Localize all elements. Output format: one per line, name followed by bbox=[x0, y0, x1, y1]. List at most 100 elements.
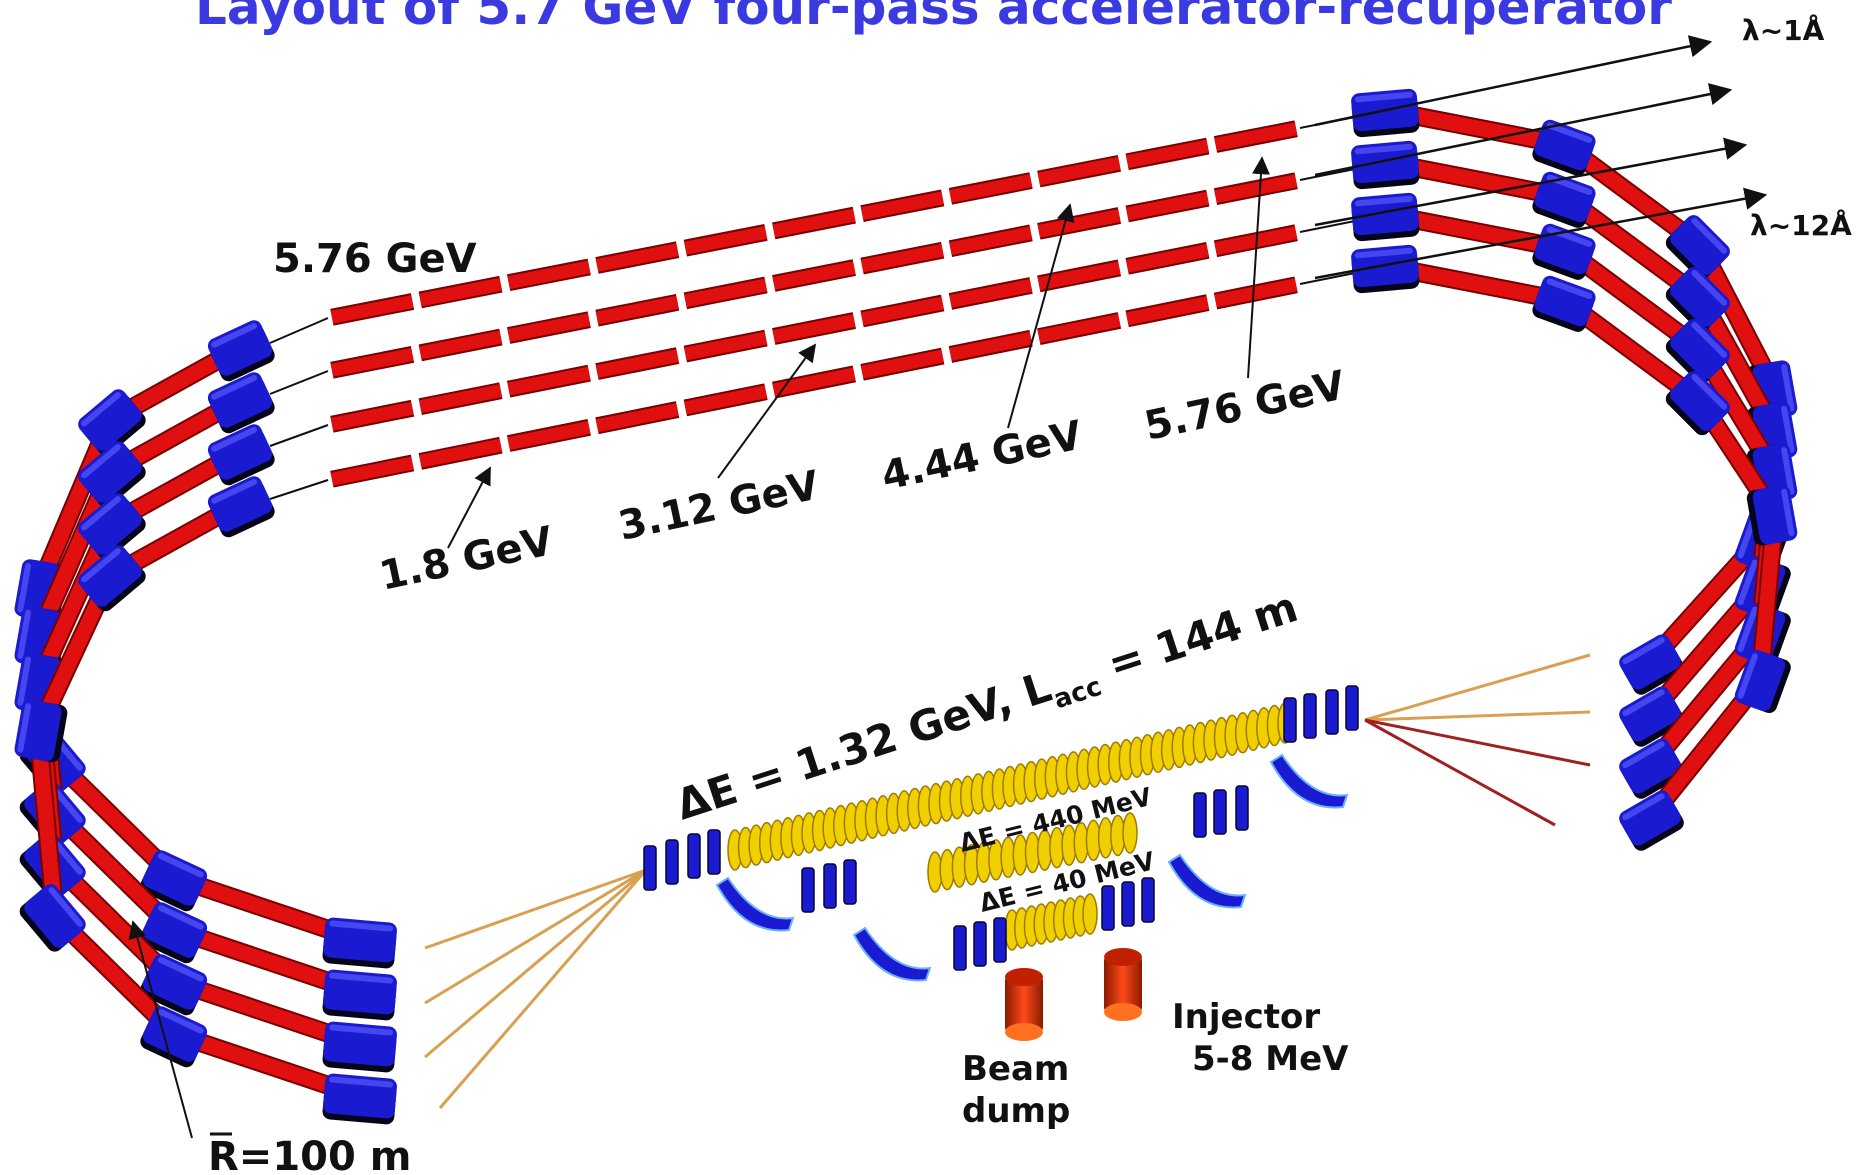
right-arc-beamlines bbox=[1351, 88, 1798, 851]
wavelength-short-label: λ~1Å bbox=[1742, 13, 1825, 47]
left-arc-magnet bbox=[207, 424, 275, 486]
straight-pipe-segment bbox=[330, 456, 414, 486]
right-arc-magnet-body bbox=[1534, 171, 1596, 223]
left-arc-magnet-highlight bbox=[329, 920, 394, 932]
right-arc-magnet-highlight bbox=[1737, 653, 1758, 699]
left-arc-magnet-body bbox=[142, 850, 208, 906]
quad-magnet bbox=[953, 925, 967, 971]
right-arc-magnet-highlight bbox=[1622, 741, 1665, 769]
left-arc-magnet-highlight bbox=[211, 375, 258, 400]
right-arc-magnet-body bbox=[1534, 275, 1596, 327]
pipe-connector bbox=[1299, 271, 1361, 285]
quad-magnet bbox=[973, 921, 987, 967]
left-arc-beamlines bbox=[14, 320, 397, 1125]
left-arc-magnet-body bbox=[78, 441, 142, 503]
pointer-arrows bbox=[128, 156, 1270, 1139]
left-arc-magnet bbox=[78, 389, 146, 456]
left-arc-magnet-highlight bbox=[157, 957, 204, 982]
left-arc-magnet-highlight bbox=[48, 887, 83, 927]
return-bend-magnet bbox=[1167, 853, 1247, 909]
straight-pipe-segment bbox=[860, 296, 944, 326]
left-arc-magnet bbox=[207, 372, 275, 434]
straight-pipe-segment bbox=[1037, 314, 1121, 344]
pipe-connector bbox=[269, 479, 329, 500]
straight-pipe-segment bbox=[1037, 261, 1121, 291]
energy-4-label: 5.76 GeV bbox=[1141, 362, 1350, 449]
left-arc-magnet-body bbox=[78, 389, 142, 451]
left-arc-magnet-highlight bbox=[17, 562, 32, 613]
wavelength-long-label: λ~12Å bbox=[1750, 208, 1852, 242]
left-arc-magnet bbox=[322, 1073, 397, 1125]
beam-dump-label-dump: dump bbox=[962, 1091, 1070, 1131]
left-arc-magnet-highlight bbox=[17, 656, 32, 706]
energy-1-label: 1.8 GeV bbox=[376, 518, 557, 600]
left-arc-magnet-body bbox=[78, 493, 142, 555]
right-arc-magnet bbox=[1351, 140, 1420, 190]
straight-pipe-segment bbox=[949, 174, 1033, 203]
straight-pipe-segment bbox=[860, 243, 944, 273]
return-bend-magnet bbox=[715, 876, 795, 932]
left-arc-magnet-highlight bbox=[329, 972, 394, 984]
straight-pipe-segment bbox=[684, 226, 768, 255]
straight-pipe-segment bbox=[507, 313, 591, 342]
straight-pipe-segment bbox=[860, 349, 944, 379]
injector-energy-label: 5-8 MeV bbox=[1192, 1039, 1349, 1079]
quad-magnet bbox=[1345, 685, 1359, 731]
right-arc-magnet bbox=[1734, 649, 1791, 714]
right-arc-magnet-highlight bbox=[1622, 689, 1665, 717]
right-arc-magnet bbox=[1619, 790, 1684, 851]
feeder-line-right bbox=[1364, 653, 1591, 722]
right-arc-magnet-highlight bbox=[1354, 91, 1413, 103]
quad-magnet bbox=[1235, 785, 1249, 831]
left-arc-magnet-body bbox=[207, 372, 273, 428]
straight-pipe-segment bbox=[1037, 209, 1121, 238]
return-bend-magnet bbox=[1269, 753, 1349, 809]
left-arc-magnet-body bbox=[78, 545, 142, 607]
right-arc-magnet-body bbox=[1534, 119, 1596, 171]
straight-pipe-segment bbox=[772, 314, 856, 343]
straight-pipe-segment bbox=[595, 243, 679, 272]
pipe-connector bbox=[1299, 167, 1361, 181]
quad-magnet bbox=[643, 845, 657, 891]
left-arc-magnet-highlight bbox=[211, 323, 258, 348]
quad-magnet bbox=[1141, 877, 1155, 923]
radius-label: R=100 m bbox=[208, 1132, 411, 1175]
right-arc-magnet-body bbox=[1670, 215, 1730, 275]
linac-40-cell bbox=[1082, 893, 1098, 935]
left-arc-magnet bbox=[322, 969, 397, 1021]
return-bend-magnet bbox=[852, 926, 932, 982]
right-arc-magnet-highlight bbox=[1781, 405, 1795, 454]
feeder-line-left bbox=[424, 868, 647, 1059]
right-arc-magnet-body bbox=[1619, 686, 1681, 742]
straight-pipe-segment bbox=[1037, 156, 1121, 186]
straight-pipe-segment bbox=[1214, 278, 1298, 308]
left-arc-magnet-highlight bbox=[211, 479, 258, 504]
straight-pipe-segment bbox=[1214, 174, 1298, 203]
energy-top-left-label: 5.76 GeV bbox=[273, 236, 477, 282]
straight-pipe-segment bbox=[772, 367, 856, 397]
feeder-line-right bbox=[1364, 710, 1591, 722]
straight-pipe-segment bbox=[1125, 243, 1210, 273]
feeder-line-left bbox=[424, 868, 647, 1005]
left-arc-magnet bbox=[207, 476, 275, 538]
straight-pipe-segment bbox=[684, 278, 768, 308]
quad-magnet bbox=[843, 859, 857, 905]
right-arc-magnet-highlight bbox=[1546, 226, 1593, 247]
quad-magnet bbox=[993, 917, 1007, 963]
left-arc-magnet-highlight bbox=[329, 1076, 394, 1088]
straight-pipe-segment bbox=[330, 295, 414, 324]
left-arc-magnet bbox=[140, 954, 208, 1016]
quad-magnet bbox=[707, 829, 721, 875]
right-arc-magnet-body bbox=[1670, 267, 1730, 327]
left-arc-magnet-highlight bbox=[81, 496, 121, 531]
right-arc-magnet-highlight bbox=[1691, 269, 1728, 306]
right-arc-magnet-highlight bbox=[1737, 559, 1758, 606]
quad-magnet bbox=[1303, 693, 1317, 739]
right-arc-magnet-highlight bbox=[1781, 447, 1795, 495]
feeder-line-right bbox=[1364, 718, 1556, 827]
beam-dump-label-beam: Beam bbox=[962, 1049, 1069, 1089]
straight-pipe-segment bbox=[684, 331, 768, 361]
right-arc-magnet bbox=[1619, 686, 1684, 747]
right-arc-magnet bbox=[1351, 88, 1420, 138]
straight-pipe-segment bbox=[595, 349, 679, 378]
